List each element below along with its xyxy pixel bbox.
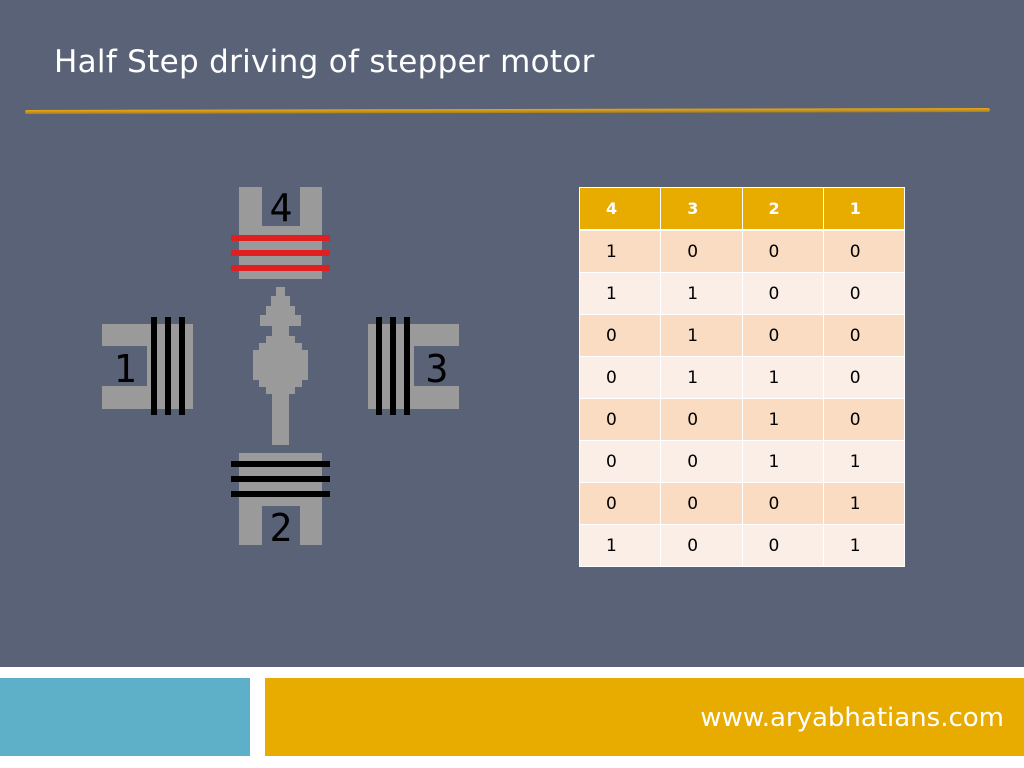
rotor-shaft <box>272 390 289 445</box>
pole-1-coil-winding <box>165 317 171 415</box>
pole-2-coil-winding <box>231 461 330 467</box>
pole-4: 4 <box>231 186 330 279</box>
table-cell: 1 <box>579 272 662 315</box>
table-cell: 1 <box>742 356 824 399</box>
table-cell: 0 <box>660 230 743 273</box>
table-row: 0 1 1 0 <box>579 356 906 399</box>
table-cell: 0 <box>742 482 824 525</box>
table-cell: 1 <box>579 524 662 567</box>
footer-gold-block <box>265 678 1024 756</box>
column-header: 1 <box>823 187 906 231</box>
rotor-arrow-head-icon <box>260 287 301 326</box>
table-cell: 0 <box>579 440 662 483</box>
table-cell: 0 <box>660 398 743 441</box>
table-cell: 1 <box>660 356 743 399</box>
table-cell: 0 <box>742 314 824 357</box>
rotor <box>253 287 308 445</box>
column-header: 4 <box>579 187 662 231</box>
pole-3-label: 3 <box>426 347 449 391</box>
pole-3: 3 <box>368 317 459 415</box>
table-cell: 0 <box>823 356 906 399</box>
pole-1-coil-winding <box>151 317 157 415</box>
pole-4-coil-winding <box>231 235 330 241</box>
table-cell: 0 <box>579 482 662 525</box>
pole-3-coil-winding <box>390 317 396 415</box>
table-cell: 1 <box>823 482 906 525</box>
step-sequence-table: 4 3 2 1 1 0 0 0 1 1 0 0 0 1 0 <box>579 187 906 567</box>
slide-title: Half Step driving of stepper motor <box>54 44 595 80</box>
rotor-hub <box>253 336 308 394</box>
table-row: 0 0 0 1 <box>579 482 906 525</box>
footer-blue-block <box>0 678 250 756</box>
table-cell: 1 <box>823 524 906 567</box>
table-row: 0 0 1 0 <box>579 398 906 441</box>
pole-4-label: 4 <box>270 186 293 230</box>
table-cell: 0 <box>660 482 743 525</box>
table-cell: 1 <box>823 440 906 483</box>
table-cell: 0 <box>742 230 824 273</box>
pole-2: 2 <box>231 453 330 550</box>
table-cell: 0 <box>579 398 662 441</box>
column-header: 2 <box>742 187 824 231</box>
pole-1: 1 <box>102 317 193 415</box>
pole-4-coil-winding <box>231 250 330 256</box>
table-cell: 1 <box>579 230 662 273</box>
table-cell: 0 <box>660 440 743 483</box>
table-cell: 0 <box>823 398 906 441</box>
table-cell: 0 <box>579 356 662 399</box>
table-cell: 1 <box>742 440 824 483</box>
pole-2-coil-winding <box>231 491 330 497</box>
table-row: 1 0 0 1 <box>579 524 906 567</box>
pole-3-coil-winding <box>404 317 410 415</box>
pole-1-coil-winding <box>179 317 185 415</box>
step-sequence-table-container: 4 3 2 1 1 0 0 0 1 1 0 0 0 1 0 <box>579 187 906 567</box>
table-cell: 1 <box>660 272 743 315</box>
table-cell: 0 <box>823 230 906 273</box>
table-cell: 0 <box>579 314 662 357</box>
pole-4-coil-winding <box>231 265 330 271</box>
table-header-row: 4 3 2 1 <box>579 187 906 231</box>
table-row: 1 1 0 0 <box>579 272 906 315</box>
table-cell: 0 <box>823 314 906 357</box>
table-row: 0 1 0 0 <box>579 314 906 357</box>
table-cell: 0 <box>823 272 906 315</box>
table-cell: 0 <box>742 272 824 315</box>
pole-2-coil-winding <box>231 476 330 482</box>
table-cell: 0 <box>660 524 743 567</box>
column-header: 3 <box>660 187 743 231</box>
pole-3-coil-winding <box>376 317 382 415</box>
table-cell: 1 <box>742 398 824 441</box>
table-row: 1 0 0 0 <box>579 230 906 273</box>
pole-2-label: 2 <box>270 506 293 550</box>
footer-website-link[interactable]: www.aryabhatians.com <box>700 703 1004 733</box>
pole-1-label: 1 <box>114 347 137 391</box>
table-cell: 0 <box>742 524 824 567</box>
table-cell: 1 <box>660 314 743 357</box>
table-row: 0 0 1 1 <box>579 440 906 483</box>
